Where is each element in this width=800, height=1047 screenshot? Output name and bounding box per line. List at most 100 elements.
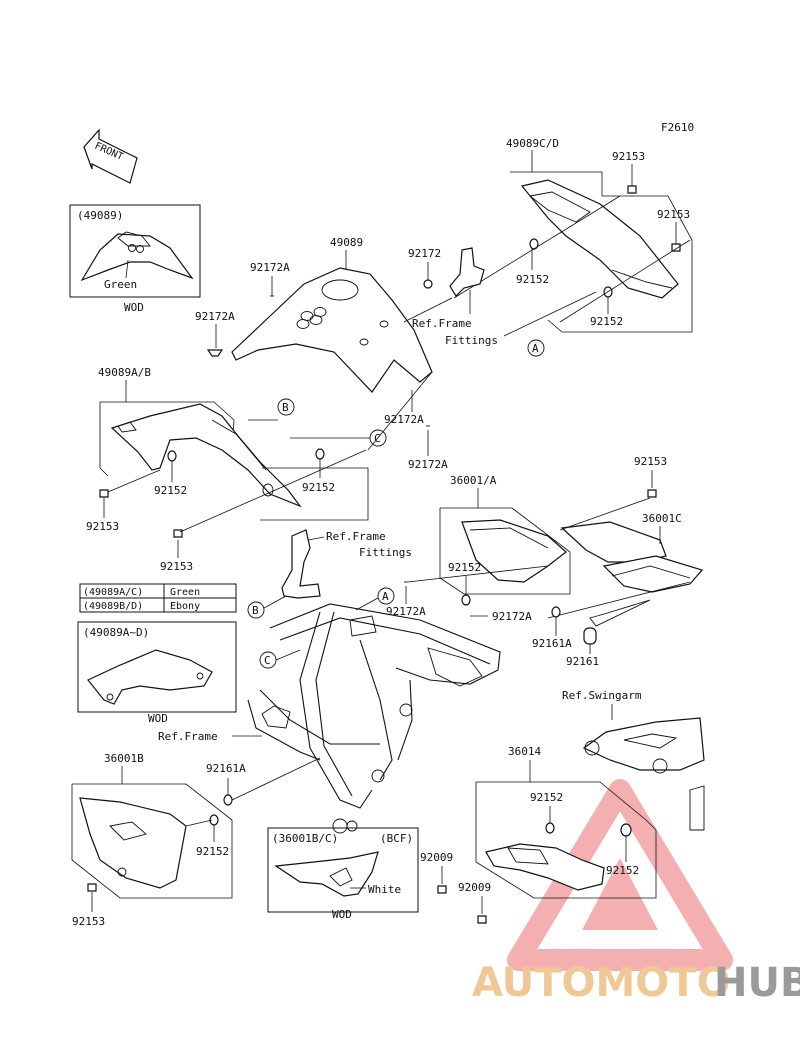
side-cover-detail <box>109 821 147 841</box>
chain-guard-36014 <box>485 843 605 891</box>
swingarm-pivot <box>652 758 668 774</box>
callout-circle <box>247 601 265 619</box>
part-label-92152: 92152 <box>606 864 639 877</box>
leader-bracket <box>475 781 657 899</box>
part-label-49089: 49089 <box>330 236 363 249</box>
leader-line <box>275 649 301 661</box>
part-label-49089cd: 49089C/D <box>506 137 559 150</box>
frame-fitting-bracket <box>281 529 321 599</box>
leader-bracket <box>99 402 109 477</box>
frame-pivot <box>371 769 385 783</box>
part-label-92161: 92161 <box>566 655 599 668</box>
watermark-text: AUTOMOTO HUB <box>472 960 800 1006</box>
cowl-inset-part <box>80 233 194 282</box>
grommet-92172 <box>423 279 433 289</box>
swingarm-ref: Ref.Swingarm <box>562 689 705 831</box>
ref-frame: Ref.Frame <box>158 730 218 743</box>
part-label-92172a: 92172A <box>408 458 448 471</box>
leader-bracket <box>547 195 693 333</box>
side-cover-inset-part <box>87 649 213 705</box>
leader-line <box>407 565 549 583</box>
part-label-92172a: 92172A <box>195 310 235 323</box>
leader-line <box>231 757 321 801</box>
frame-pivot <box>332 818 348 834</box>
chain-guard-36014-group: 36014 92152 92152 92009 92009 <box>420 745 657 924</box>
tank-cover-cap <box>321 279 359 301</box>
inset-49089a-d: (49089A~D) WOD <box>77 621 237 725</box>
ref-frame-fittings-line2: Fittings <box>359 546 412 559</box>
swingarm-detail <box>623 733 678 749</box>
inset-finish: WOD <box>124 301 144 314</box>
leader-line <box>179 449 367 533</box>
cowl-inset-hole <box>136 245 144 253</box>
callout-label: B <box>252 604 259 617</box>
frame-pivot <box>399 703 413 717</box>
side-cover-inset-hole <box>196 672 204 680</box>
side-cover-mount <box>262 483 274 497</box>
leader-line <box>125 259 129 279</box>
side-cover-49089ab-group: 49089A/B 92152 92152 92153 92153 <box>86 366 369 573</box>
side-cover-inset-detail <box>329 867 353 887</box>
cover-49089cd <box>520 179 679 299</box>
callout-a-top: A <box>503 291 597 357</box>
tank-cover-49089 <box>231 267 433 393</box>
part-label-92153: 92153 <box>86 520 119 533</box>
leader-line <box>367 371 433 451</box>
inset-finish: WOD <box>332 908 352 921</box>
grommet-92152 <box>545 822 555 834</box>
part-label-92153: 92153 <box>612 150 645 163</box>
front-arrow-icon <box>83 128 138 184</box>
leader-line <box>355 597 379 611</box>
frame-downtube <box>299 611 373 809</box>
bolt-92153 <box>173 529 183 538</box>
callout-label: A <box>382 590 389 603</box>
frame-lower <box>259 689 380 745</box>
part-label-92172: 92172 <box>408 247 441 260</box>
part-label-92152: 92152 <box>154 484 187 497</box>
inset-finish: WOD <box>148 712 168 725</box>
callout-label: C <box>264 654 271 667</box>
collar-92161 <box>583 627 597 645</box>
bolt-92153 <box>627 185 637 194</box>
part-label-92172a: 92172A <box>250 261 290 274</box>
leader-line <box>307 536 325 541</box>
part-label-92152: 92152 <box>516 273 549 286</box>
leader-line <box>453 195 621 299</box>
frame-fitting-bracket <box>449 247 485 297</box>
part-label-36001a: 36001/A <box>450 474 497 487</box>
part-label-36014: 36014 <box>508 745 541 758</box>
frame-assembly: A C Ref.Frame <box>158 587 501 834</box>
frame-crossmember <box>427 647 483 687</box>
part-label-92152: 92152 <box>196 845 229 858</box>
part-label-36001b: 36001B <box>104 752 144 765</box>
front-arrow: FRONT <box>83 128 138 184</box>
watermark-triangle-inner <box>582 858 658 930</box>
part-label-92009: 92009 <box>420 851 453 864</box>
part-label-92161a: 92161A <box>206 762 246 775</box>
grommet-92152 <box>620 823 632 837</box>
cover-detail <box>611 269 673 289</box>
grommet-92152 <box>167 450 177 462</box>
leader-line <box>559 497 651 531</box>
tank-cover-mount <box>359 338 369 346</box>
part-label-92152: 92152 <box>590 315 623 328</box>
figure-code: F2610 <box>661 121 694 134</box>
ref-frame-fittings-line1: Ref.Frame <box>412 317 472 330</box>
callout-c-top: C <box>290 429 387 447</box>
inset-box <box>69 204 201 298</box>
callout-circle <box>369 429 387 447</box>
inset-variant: (BCF) <box>380 832 413 845</box>
grommet-92152 <box>461 594 471 606</box>
swingarm-detail <box>689 785 705 831</box>
inset-49089: (49089) Green WOD <box>69 204 201 314</box>
part-label-92172a: 92172A <box>384 413 424 426</box>
frame-mount <box>261 705 291 729</box>
part-label-92161a: 92161A <box>532 637 572 650</box>
part-label-92172a: 92172A <box>386 605 426 618</box>
callout-circle <box>277 398 295 416</box>
leader-line <box>547 581 691 619</box>
side-cover-36001c-top <box>560 521 667 563</box>
callout-label: A <box>532 342 539 355</box>
callout-b-top: B <box>248 398 295 421</box>
